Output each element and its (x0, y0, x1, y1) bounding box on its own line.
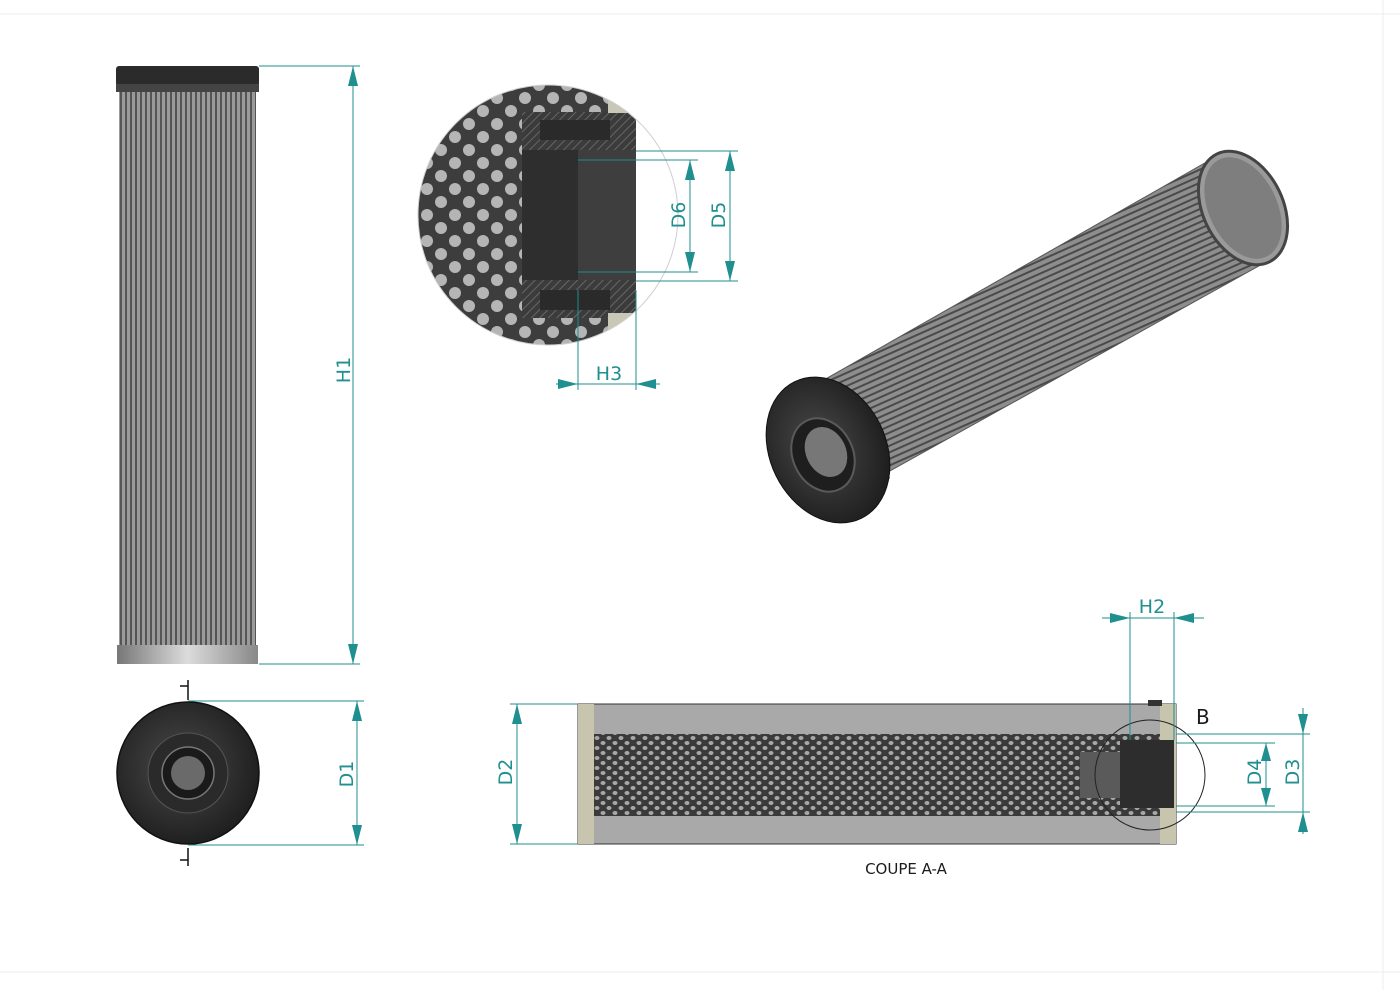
d2-label: D2 (495, 759, 517, 786)
top-cap (116, 66, 259, 86)
section-view-filter (577, 700, 1206, 845)
h2-label: H2 (1139, 596, 1165, 618)
section-label: COUPE A-A (865, 860, 948, 878)
d6-label: D6 (668, 202, 690, 229)
d6-dimension (578, 159, 698, 273)
d4-label: D4 (1244, 759, 1266, 786)
d4-dimension (1176, 742, 1275, 807)
h2-dimension (1102, 612, 1204, 740)
d3-label: D3 (1282, 759, 1304, 786)
d5-dimension (636, 150, 738, 282)
h1-dimension (259, 65, 360, 665)
d1-dimension (188, 700, 364, 846)
h3-dimension (556, 290, 660, 390)
detail-b-marker (1094, 719, 1206, 831)
end-view-filter (116, 680, 260, 866)
front-view-filter (116, 66, 259, 664)
d3-dimension (1176, 708, 1310, 834)
detail-b-view (418, 85, 678, 345)
detail-b-label: B (1196, 705, 1210, 729)
h1-label: H1 (333, 357, 355, 383)
h3-label: H3 (596, 363, 622, 385)
isometric-view-filter (765, 149, 1290, 524)
d2-dimension (510, 703, 578, 845)
pleated-media (119, 92, 256, 645)
bottom-ring (117, 645, 258, 664)
d5-label: D5 (708, 202, 730, 229)
d1-label: D1 (336, 761, 358, 788)
